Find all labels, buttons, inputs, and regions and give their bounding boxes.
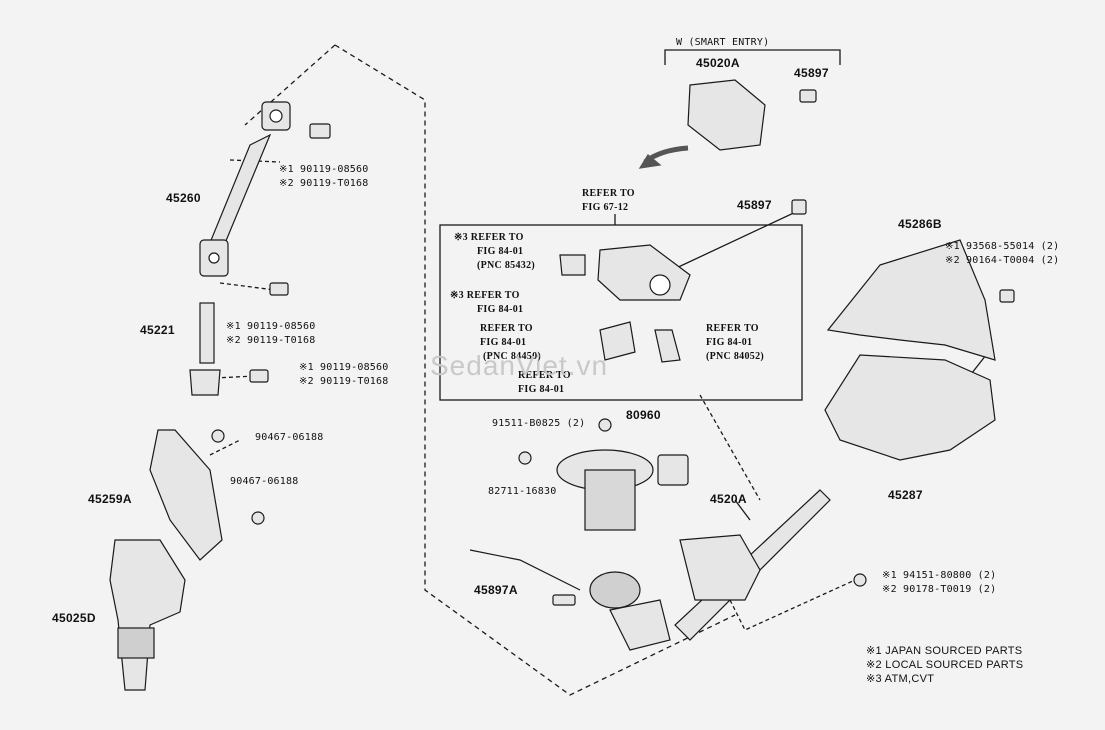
part-45025d-label: 45025D [52, 611, 96, 625]
column-hole-cover [149, 429, 265, 561]
ref-fig67-line1: REFER TO [582, 188, 635, 199]
part-45221-label: 45221 [140, 323, 175, 337]
part-4520a-label: 4520A [710, 492, 747, 506]
ref-84450-line1: REFER TO [480, 323, 533, 334]
part-90467-a-label: 90467-06188 [255, 432, 324, 443]
legend-local: ※2 LOCAL SOURCED PARTS [866, 659, 1024, 671]
smart-entry-bracket [664, 49, 841, 65]
ref-fig67-line2: FIG 67-12 [582, 202, 629, 213]
column-cover-upper [826, 239, 1015, 361]
smart-entry-label: W (SMART ENTRY) [676, 37, 770, 48]
part-45897a-label: 45897A [474, 583, 518, 597]
part-45260-label: 45260 [166, 191, 201, 205]
watermark: SedanViet.vn [430, 350, 609, 381]
lower-shaft [189, 302, 269, 396]
note-joint-1: ※1 90119-08560 [226, 321, 316, 332]
ignition-switch-smart [687, 79, 817, 151]
note-low-1: ※1 90119-08560 [299, 362, 389, 373]
part-45259a-label: 45259A [88, 492, 132, 506]
key-cylinder [559, 199, 807, 363]
note-nut-2: ※2 90178-T0019 (2) [882, 584, 997, 595]
dashed-shaft-link [244, 44, 336, 126]
note-shaft-2: ※2 90119-T0168 [279, 178, 369, 189]
ref-8401-line2: FIG 84-01 [477, 304, 524, 315]
part-80960-label: 80960 [626, 408, 661, 422]
part-45020a-label: 45020A [696, 56, 740, 70]
ref-85432-line3: (PNC 85432) [477, 260, 536, 271]
part-45286b-label: 45286B [898, 217, 942, 231]
note-shaft-1: ※1 90119-08560 [279, 164, 369, 175]
steering-column-assy [469, 489, 867, 651]
ref-84450-line2: FIG 84-01 [480, 337, 527, 348]
ref-low-line2: FIG 84-01 [518, 384, 565, 395]
part-45897-top-label: 45897 [794, 66, 829, 80]
ref-low-line1: REFER TO [518, 370, 571, 381]
intermediate-shaft [199, 101, 331, 296]
note-cover-1: ※1 93568-55014 (2) [945, 241, 1060, 252]
ref-8401-line1: ※3 REFER TO [450, 290, 520, 301]
part-45287-label: 45287 [888, 488, 923, 502]
ref-84052-line1: REFER TO [706, 323, 759, 334]
legend-japan: ※1 JAPAN SOURCED PARTS [866, 645, 1023, 657]
ref-85432-line2: FIG 84-01 [477, 246, 524, 257]
ref-84052-line2: FIG 84-01 [706, 337, 753, 348]
part-45897-mid-label: 45897 [737, 198, 772, 212]
note-joint-2: ※2 90119-T0168 [226, 335, 316, 346]
legend-atm: ※3 ATM,CVT [866, 673, 935, 685]
note-low-2: ※2 90119-T0168 [299, 376, 389, 387]
power-steering-motor [518, 418, 689, 531]
part-82711-label: 82711-16830 [488, 486, 557, 497]
note-cover-2: ※2 90164-T0004 (2) [945, 255, 1060, 266]
dashed-group-outline [334, 44, 736, 696]
column-cover-lower [824, 354, 996, 461]
steering-boot [109, 539, 186, 691]
refer-to-box [439, 224, 803, 401]
part-90467-b-label: 90467-06188 [230, 476, 299, 487]
ref-84052-line3: (PNC 84052) [706, 351, 765, 362]
ref-84450-line3: (PNC 84450) [483, 351, 542, 362]
note-nut-1: ※1 94151-80800 (2) [882, 570, 997, 581]
ref-85432-line1: ※3 REFER TO [454, 232, 524, 243]
part-91511-label: 91511-B0825 (2) [492, 418, 586, 429]
